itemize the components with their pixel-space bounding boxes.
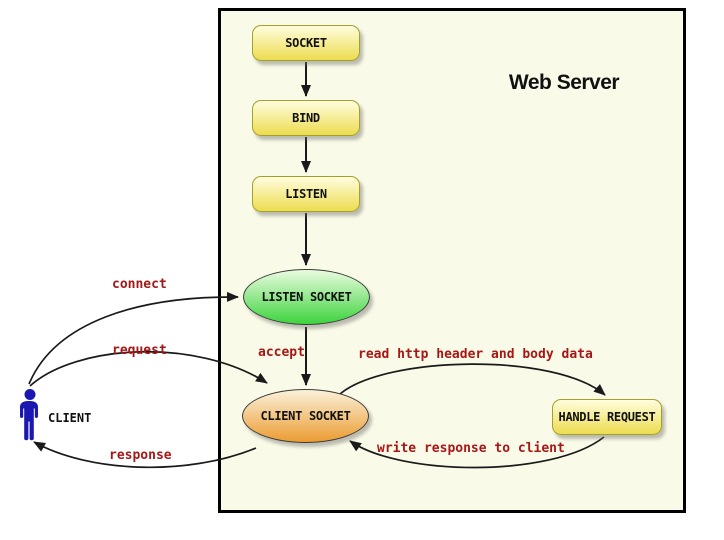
node-listen-socket-label: LISTEN SOCKET xyxy=(261,290,352,304)
arrow-connect xyxy=(28,291,239,385)
edge-label-read: read http header and body data xyxy=(358,347,593,362)
edge-label-response: response xyxy=(109,448,172,463)
arrow-response xyxy=(33,441,257,469)
node-handle-request-label: HANDLE REQUEST xyxy=(558,410,656,424)
client-label: CLIENT xyxy=(48,411,92,425)
node-socket: SOCKET xyxy=(252,25,360,61)
edge-label-write: write response to client xyxy=(377,441,565,456)
node-listen-socket: LISTEN SOCKET xyxy=(243,269,370,325)
arrow-read-http xyxy=(339,363,606,396)
node-client-socket: CLIENT SOCKET xyxy=(242,389,369,443)
node-listen: LISTEN xyxy=(252,176,360,212)
edge-label-accept: accept xyxy=(258,345,305,360)
node-bind-label: BIND xyxy=(292,111,320,125)
edge-label-request: request xyxy=(112,343,167,358)
arrow-write-response xyxy=(349,436,605,469)
node-bind: BIND xyxy=(252,100,360,136)
node-handle-request: HANDLE REQUEST xyxy=(552,399,662,435)
edge-label-connect: connect xyxy=(112,277,167,292)
diagram-title: Web Server xyxy=(508,71,620,94)
client-icon xyxy=(16,389,44,445)
node-client-socket-label: CLIENT SOCKET xyxy=(260,409,351,423)
node-socket-label: SOCKET xyxy=(285,36,327,50)
arrow-request xyxy=(29,350,268,387)
node-listen-label: LISTEN xyxy=(285,187,327,201)
